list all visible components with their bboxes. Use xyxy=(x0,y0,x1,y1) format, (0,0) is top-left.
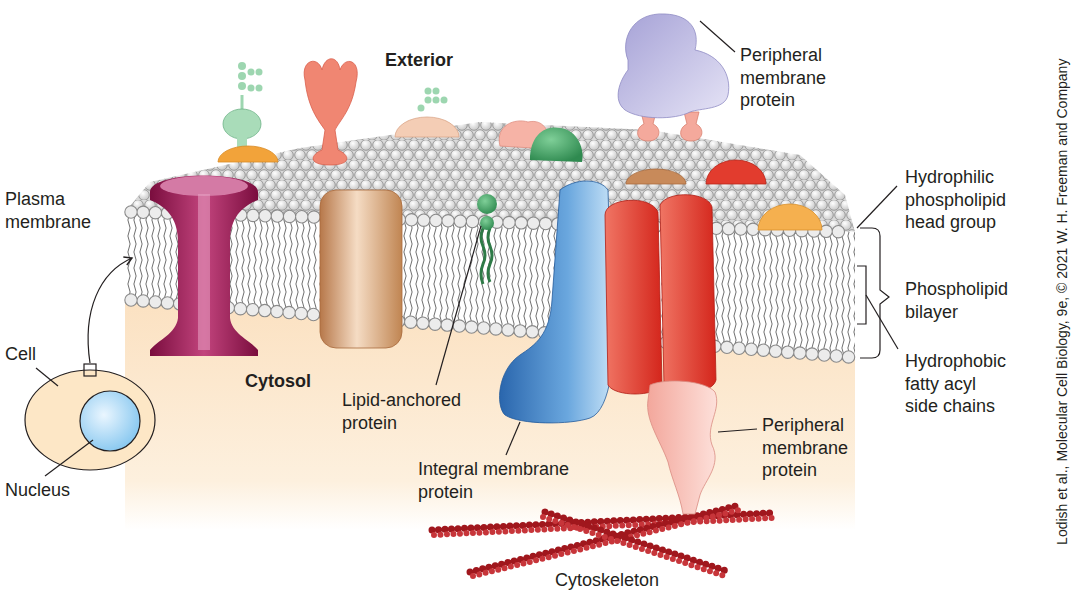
cytoskeleton-filament xyxy=(543,517,728,577)
glycoprotein xyxy=(223,62,263,152)
lipid-anchored-protein xyxy=(488,228,492,282)
integral-protein xyxy=(660,195,716,393)
cytoskeleton-filament xyxy=(545,512,730,572)
part-label: Hydrophilic phospholipid head group xyxy=(905,166,1045,234)
leader-line xyxy=(45,440,93,476)
leader-line xyxy=(36,21,898,476)
glycoprotein xyxy=(425,97,432,104)
glycoprotein xyxy=(238,82,246,90)
lipid-anchored-protein xyxy=(477,194,497,214)
glycoprotein xyxy=(256,69,263,76)
surface-protein xyxy=(218,146,278,162)
leader-line xyxy=(506,422,520,455)
bilayer-section xyxy=(131,212,849,232)
leader-line xyxy=(700,21,735,52)
leader-line xyxy=(860,228,889,358)
surface-protein xyxy=(304,59,357,165)
glycoprotein xyxy=(223,109,261,139)
leader-line xyxy=(857,266,866,324)
part-label: Peripheral membrane protein xyxy=(740,44,860,112)
peripheral-protein xyxy=(618,14,729,118)
peripheral-protein xyxy=(648,381,717,514)
channel-protein xyxy=(160,176,248,196)
cell-inset xyxy=(25,258,155,470)
integral-protein xyxy=(320,190,402,348)
part-label: Phospholipid bilayer xyxy=(905,278,1045,323)
surface-protein xyxy=(530,127,583,162)
glycoprotein xyxy=(248,85,255,92)
glycoprotein xyxy=(256,85,263,92)
glycoprotein xyxy=(418,105,425,112)
region-label: Exterior xyxy=(385,49,453,72)
part-label: Peripheral membrane protein xyxy=(762,414,882,482)
glycoprotein xyxy=(395,88,459,138)
integral-protein xyxy=(320,190,402,348)
integral-protein xyxy=(605,200,662,394)
peripheral-protein xyxy=(681,112,702,141)
lipid-anchored-protein xyxy=(481,228,485,284)
leader-line xyxy=(36,368,58,386)
glycoprotein xyxy=(441,97,448,104)
copyright-credit: Lodish et al., Molecular Cell Biology, 9… xyxy=(1054,59,1072,545)
surface-protein xyxy=(626,169,686,184)
part-label: Hydrophobic fatty acyl side chains xyxy=(905,350,1005,418)
channel-protein xyxy=(150,176,258,357)
cell-inset xyxy=(80,391,140,451)
integral-protein xyxy=(500,181,613,423)
glycoprotein xyxy=(238,72,246,80)
region-label: Cytosol xyxy=(245,370,311,393)
surface-protein xyxy=(758,204,822,230)
glycoprotein xyxy=(238,62,246,70)
channel-protein xyxy=(198,194,210,350)
cell-inset xyxy=(84,364,96,376)
part-label: Integral membrane protein xyxy=(418,458,603,503)
integral-protein xyxy=(605,195,716,394)
part-label: Cytoskeleton xyxy=(555,569,659,592)
glycoprotein xyxy=(248,69,255,76)
peripheral-protein xyxy=(618,14,729,141)
lipid-anchored-protein xyxy=(477,194,497,284)
glycoprotein xyxy=(433,88,440,95)
part-label: Lipid-anchored protein xyxy=(342,389,482,434)
cytoskeleton-filament xyxy=(473,509,743,576)
part-label: Plasma membrane xyxy=(5,188,115,233)
cell-inset xyxy=(25,370,155,470)
channel-protein xyxy=(150,176,258,357)
glycoprotein xyxy=(433,97,440,104)
leader-line xyxy=(436,226,481,385)
leader-line xyxy=(718,429,757,432)
glycoprotein xyxy=(425,88,432,95)
lipid-anchored-protein xyxy=(480,216,494,230)
glycoprotein xyxy=(395,117,459,137)
part-label: Cell xyxy=(5,343,36,366)
surface-protein xyxy=(706,160,766,184)
leader-line xyxy=(866,295,898,349)
bilayer-section xyxy=(131,212,849,232)
cytoskeleton-filament xyxy=(432,505,772,577)
leader-line xyxy=(857,186,897,228)
cell-inset xyxy=(88,258,132,363)
part-label: Nucleus xyxy=(5,479,70,502)
